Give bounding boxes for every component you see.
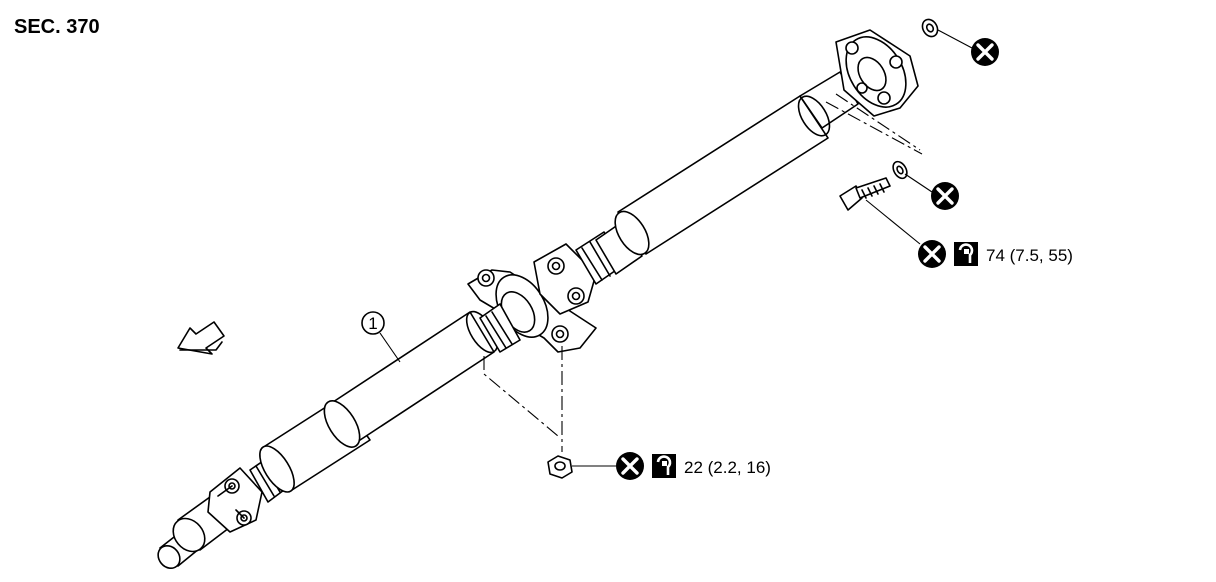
rear-tube [595, 71, 859, 275]
x-circle-icon [918, 240, 946, 268]
center-bearing-nut [547, 455, 573, 479]
torque-wrench-icon [954, 242, 978, 266]
x-circle-icon [931, 182, 959, 210]
x-circle-icon [616, 452, 644, 480]
propeller-shaft [157, 29, 919, 570]
front-tube [259, 310, 499, 493]
torque-wrench-icon [652, 454, 676, 478]
x-circle-icon [971, 38, 999, 66]
svg-text:1: 1 [368, 314, 377, 333]
rear-flex-coupling [835, 29, 919, 117]
part-callout-1: 1 [361, 311, 401, 363]
torque-value-upper: 74 (7.5, 55) [986, 246, 1073, 265]
front-arrow-icon [177, 321, 225, 355]
section-label: SEC. 370 [14, 16, 100, 38]
torque-value-lower: 22 (2.2, 16) [684, 458, 771, 477]
flange-washer [921, 18, 939, 38]
flange-bolt [839, 160, 908, 211]
center-bearing [467, 269, 597, 353]
